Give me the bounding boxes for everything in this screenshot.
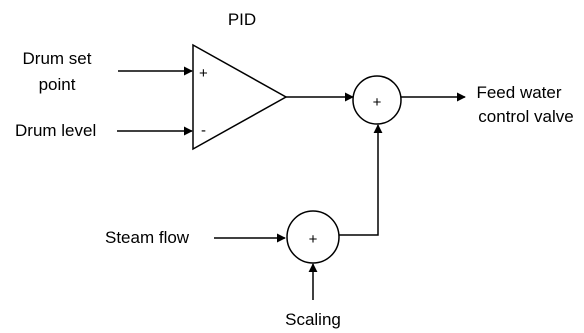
drum-level-label: Drum level xyxy=(15,121,96,140)
pid-plus-sign: + xyxy=(199,65,208,82)
feedforward-connector xyxy=(339,124,383,236)
scaling-label: Scaling xyxy=(285,310,341,329)
pid-title: PID xyxy=(228,10,256,29)
main-summing-junction xyxy=(352,75,402,125)
output-label-line1: Feed water xyxy=(476,83,561,102)
pid-block xyxy=(192,43,288,151)
steam-summing-junction xyxy=(286,210,340,264)
pid-minus-sign: - xyxy=(201,122,206,139)
steam-flow-label: Steam flow xyxy=(105,228,190,247)
drum-set-point-label-line2: point xyxy=(39,75,76,94)
steam-summer-sign: + xyxy=(309,231,318,248)
drum-set-point-label-line1: Drum set xyxy=(23,49,92,68)
main-summer-sign: + xyxy=(373,94,382,111)
output-label-line2: control valve xyxy=(478,107,573,126)
